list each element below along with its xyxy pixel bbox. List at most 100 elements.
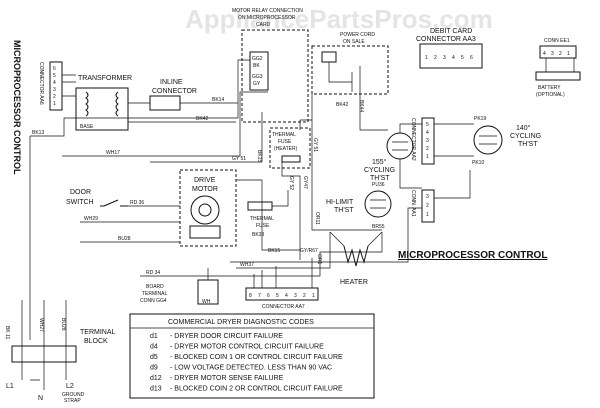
diagnostic-code: d5 (150, 354, 158, 361)
svg-text:5: 5 (276, 293, 279, 299)
wire-code: OR1 (316, 254, 322, 265)
cycling-140-label: TH'ST (518, 141, 538, 148)
cycling-140-label: 140° (516, 124, 531, 132)
wire-code: PU36 (372, 182, 385, 188)
wire-code: GY/R67 (300, 248, 318, 254)
svg-text:2: 2 (426, 146, 429, 152)
wire-code: GY 51 (232, 156, 246, 162)
svg-text:BK: BK (253, 63, 260, 69)
wire-code: GY 51 (312, 138, 318, 152)
wire-code: BR55 (372, 224, 385, 230)
svg-text:6: 6 (267, 293, 270, 299)
aa6-pin: 3 (53, 87, 56, 93)
connector-aa7: 8 7 6 5 4 3 2 1 (245, 287, 319, 301)
connector-ee1: 4 3 2 1 (539, 45, 577, 59)
n-label: N (38, 395, 43, 402)
aa6-pin: 4 (53, 80, 56, 86)
svg-text:2: 2 (434, 55, 437, 61)
transformer: BASE (62, 74, 129, 131)
power-cord-label: ON SALE (343, 39, 365, 45)
wire-code: OR11 (314, 212, 320, 225)
svg-text:1: 1 (426, 212, 429, 218)
svg-text:2: 2 (303, 293, 306, 299)
svg-text:1: 1 (426, 154, 429, 160)
hi-limit-thermostat-icon (364, 190, 392, 218)
inline-connector-label: INLINE (160, 79, 183, 86)
board-terminal-wh: WH (202, 299, 211, 305)
wires (21, 59, 471, 346)
conn-ee1-label: CONN EE1 (544, 38, 570, 44)
board-terminal-label: CONN GG4 (140, 298, 167, 304)
drive-motor-label: MOTOR (192, 186, 218, 193)
l2-label: L2 (66, 383, 74, 390)
svg-text:4: 4 (543, 51, 546, 57)
diagnostic-code-description: - BLOCKED COIN 1 OR CONTROL CIRCUIT FAIL… (170, 354, 343, 361)
wire-code: BU28 (60, 318, 66, 331)
ground-strap-label: GROUND (62, 392, 85, 398)
ground-strap-label: STRAP (64, 398, 81, 404)
thermal-fuse-heater-box (269, 127, 311, 169)
motor-relay-label: ON MICROPROCESSOR (238, 15, 296, 21)
connector-aa6: 6 5 4 3 2 1 (49, 61, 63, 111)
connector-aa2-label: CONNECTOR AA2 (410, 118, 416, 161)
svg-text:2: 2 (559, 51, 562, 57)
inline-connector (149, 95, 181, 111)
wire-code: WH37 (240, 262, 254, 268)
svg-text:1: 1 (312, 293, 315, 299)
heater-label: HEATER (340, 279, 368, 286)
battery (535, 71, 581, 81)
wire-code: BK42 (336, 102, 348, 108)
svg-text:5: 5 (461, 55, 464, 61)
wire-code: WH29 (84, 216, 98, 222)
wire-code: BU28 (118, 236, 131, 242)
aa6-pin: 5 (53, 73, 56, 79)
diagnostic-code: d9 (150, 365, 158, 372)
diagnostic-codes-table: COMMERCIAL DRYER DIAGNOSTIC CODES (129, 313, 375, 399)
wire-code: BK13 (32, 130, 44, 136)
wire-code: BK42 (196, 116, 208, 122)
svg-text:MICROPROCESSOR CONTROL: MICROPROCESSOR CONTROL (12, 40, 22, 175)
wire-code: BK 11 (4, 326, 10, 339)
wire-code: BK33 (252, 232, 264, 238)
microprocessor-control-label: MICROPROCESSOR CONTROL (398, 250, 547, 261)
connector-aa1-label: CONN. AA1 (410, 190, 416, 217)
diagnostic-code-description: - DRYER MOTOR CONTROL CIRCUIT FAILURE (170, 344, 324, 351)
hi-limit-label: TH'ST (334, 207, 354, 214)
debit-card-label: CONNECTOR AA3 (416, 36, 476, 43)
svg-text:3: 3 (443, 55, 446, 61)
codes-table-title: COMMERCIAL DRYER DIAGNOSTIC CODES (168, 319, 314, 326)
svg-text:4: 4 (426, 130, 429, 136)
drive-motor-box (179, 169, 237, 247)
base-label: BASE (80, 124, 94, 130)
wire-code: PK19 (474, 116, 486, 122)
connector-aa1: 3 2 1 (421, 189, 435, 223)
inline-connector-label: CONNECTOR (152, 88, 197, 95)
thermal-fuse-heater-label: FUSE (278, 139, 292, 145)
wire-code: WH27 (38, 318, 44, 332)
watermark: AppliancePartsPros.com (185, 4, 493, 34)
cycling-155-label: CYCLING (364, 167, 395, 174)
debit-card-label: DEBIT CARD (430, 28, 472, 35)
cycling-155-label: TH'ST (370, 175, 390, 182)
motor-switch (189, 225, 221, 239)
relay-connector-gg: GG2 BK GG3 GY (249, 51, 269, 91)
wire-code: RD 34 (146, 270, 160, 276)
connector-aa3: 1 2 3 4 5 6 (419, 43, 483, 69)
connector-aa7-label: CONNECTOR AA7 (262, 304, 305, 310)
terminal-block-label: BLOCK (84, 338, 108, 345)
svg-text:GG3: GG3 (252, 74, 263, 80)
svg-text:8: 8 (249, 293, 252, 299)
wire-code: BK15 (268, 248, 280, 254)
svg-text:5: 5 (426, 122, 429, 128)
motor-relay-label: MOTOR RELAY CONNECTION (232, 8, 303, 14)
wire-code: BK14 (212, 97, 224, 103)
power-cord-box (311, 45, 389, 95)
svg-text:1: 1 (567, 51, 570, 57)
motor-relay-label: CARD (256, 22, 271, 28)
diagnostic-code: d1 (150, 333, 158, 340)
svg-text:2: 2 (426, 203, 429, 209)
thermal-fuse-label: FUSE (256, 223, 270, 229)
battery-label: (OPTIONAL) (536, 92, 565, 98)
